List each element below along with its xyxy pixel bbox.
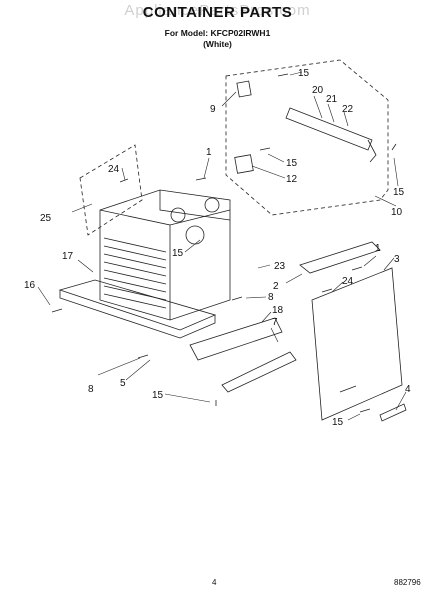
callout-15: 15 (152, 390, 164, 401)
diagram-title: CONTAINER PARTS (142, 4, 293, 21)
callout-15: 15 (286, 158, 298, 169)
callout-18: 18 (272, 305, 284, 316)
page-number: 4 (212, 578, 217, 587)
base-rail (58, 279, 217, 331)
hinge-block-12 (234, 154, 254, 174)
callout-3: 3 (394, 254, 400, 265)
door-top-trim (299, 241, 381, 274)
callout-15: 15 (172, 248, 184, 259)
watermark: AppliancePartsPros.com (124, 2, 311, 19)
callout-2: 2 (273, 281, 279, 292)
callout-8: 8 (268, 292, 274, 303)
callout-4: 4 (405, 384, 411, 395)
callout-9: 9 (210, 104, 216, 115)
callout-1: 1 (206, 147, 212, 158)
callout-24: 24 (108, 164, 120, 175)
callout-24: 24 (342, 276, 354, 287)
callout-labels: 15 9 20 21 22 1 15 12 24 25 15 10 17 15 … (24, 68, 411, 428)
document-number: 882796 (394, 578, 421, 587)
leader-lines (37, 71, 407, 421)
callout-1: 1 (375, 243, 381, 254)
callout-16: 16 (24, 280, 36, 291)
callout-22: 22 (342, 104, 354, 115)
callout-17: 17 (62, 251, 74, 262)
callout-25: 25 (40, 213, 52, 224)
foot-pad-4 (379, 403, 407, 422)
dashed-group-box-top (225, 59, 389, 216)
callout-5: 5 (120, 378, 126, 389)
callout-15: 15 (332, 417, 344, 428)
callout-20: 20 (312, 85, 324, 96)
callout-21: 21 (326, 94, 338, 105)
door-panel (311, 267, 403, 421)
callout-15: 15 (298, 68, 310, 79)
container-louvers (103, 237, 167, 309)
callout-10: 10 (391, 207, 403, 218)
color-line: (White) (203, 39, 232, 49)
callout-7: 7 (272, 317, 278, 328)
dashed-group-box-left (79, 144, 143, 236)
callout-12: 12 (286, 174, 298, 185)
callout-15: 15 (393, 187, 405, 198)
handle-cover-18 (189, 317, 283, 361)
callout-23: 23 (274, 261, 286, 272)
screws (51, 73, 397, 413)
bracket-clip (236, 80, 252, 98)
callout-8: 8 (88, 384, 94, 395)
hinge-bracket (285, 107, 373, 151)
handle-bar-7 (221, 351, 297, 393)
model-line: For Model: KFCP02IRWH1 (164, 28, 271, 38)
